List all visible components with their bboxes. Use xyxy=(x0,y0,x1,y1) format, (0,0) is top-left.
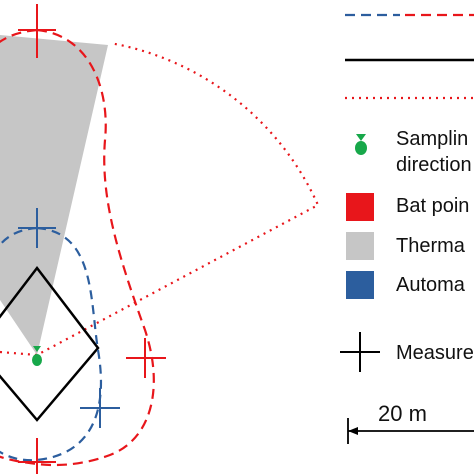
legend-measure-cross-icon xyxy=(340,332,380,372)
thermal-field-of-view xyxy=(0,35,108,355)
legend-sampling-icon xyxy=(355,134,367,155)
measure-cross-red-bottom xyxy=(18,438,56,474)
legend-thermal-swatch xyxy=(346,232,374,260)
legend-measure-label: Measure xyxy=(396,342,474,364)
legend-automatic-label: Automa xyxy=(396,274,466,296)
scale-bar xyxy=(347,418,474,444)
legend-automatic-swatch xyxy=(346,271,374,299)
measure-cross-blue-right xyxy=(80,388,120,428)
legend-sampling-label-2: direction xyxy=(396,154,472,176)
measure-cross-blue-top xyxy=(18,208,56,248)
red-dashed-range xyxy=(0,28,155,467)
legend-bat-swatch xyxy=(346,193,374,221)
legend-sampling-label-1: Samplin xyxy=(396,128,468,150)
measure-cross-red-top xyxy=(18,4,56,58)
red-dotted-sector xyxy=(0,41,320,357)
measure-cross-red-right xyxy=(126,338,166,378)
blue-dashed-range-left xyxy=(0,226,38,247)
black-square-area xyxy=(0,265,100,422)
legend-bat-label: Bat poin xyxy=(396,195,469,217)
sampling-point-icon xyxy=(32,346,42,366)
legend-thermal-label: Therma xyxy=(396,235,466,257)
scale-bar-label: 20 m xyxy=(378,401,427,426)
